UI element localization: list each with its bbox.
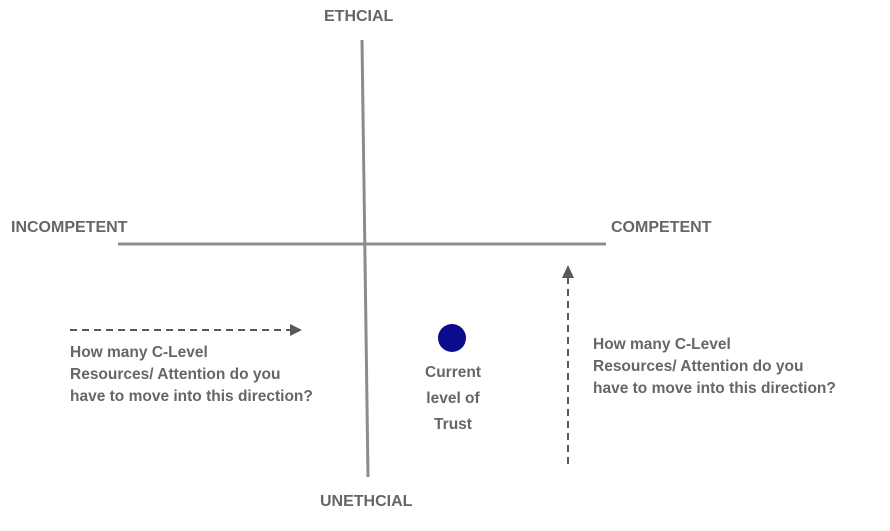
axis-label-left: INCOMPETENT — [11, 219, 128, 236]
left-note: How many C-Level Resources/ Attention do… — [70, 342, 313, 408]
axis-label-top: ETHCIAL — [324, 8, 394, 25]
left-note-line: Resources/ Attention do you — [70, 366, 281, 383]
axis-label-right: COMPETENT — [611, 219, 712, 236]
axis-label-bottom: UNETHCIAL — [320, 493, 413, 510]
current-trust-label-line: Trust — [434, 416, 472, 433]
current-trust-label: Current level of Trust — [408, 360, 498, 438]
left-note-line: How many C-Level — [70, 344, 208, 361]
current-trust-point — [438, 324, 466, 352]
right-note-line: How many C-Level — [593, 336, 731, 353]
up-arrowhead-icon — [562, 265, 574, 278]
current-trust-label-line: Current — [425, 364, 481, 381]
right-note: How many C-Level Resources/ Attention do… — [593, 334, 836, 400]
right-note-line: have to move into this direction? — [593, 380, 836, 397]
vertical-axis — [360, 39, 370, 478]
right-arrowhead-icon — [290, 324, 302, 336]
current-trust-label-line: level of — [426, 390, 480, 407]
right-note-line: Resources/ Attention do you — [593, 358, 804, 375]
left-note-line: have to move into this direction? — [70, 388, 313, 405]
